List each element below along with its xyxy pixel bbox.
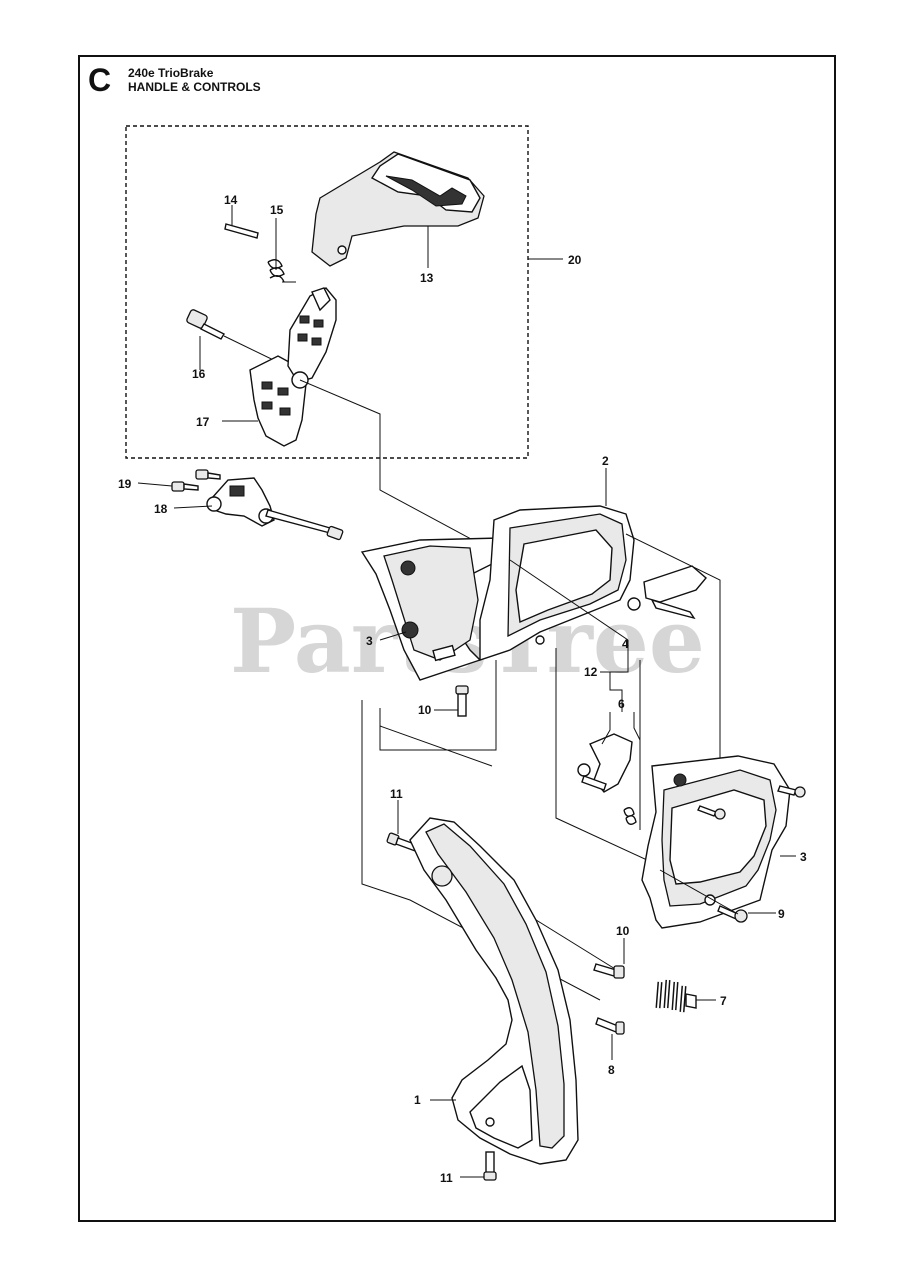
switch-lever-part: [627, 565, 707, 620]
screw-part-11b: [483, 1151, 497, 1181]
screw-part-10b: [593, 963, 625, 979]
callout-1: 1: [414, 1093, 421, 1107]
callout-10-upper: 10: [418, 703, 432, 717]
callout-6: 6: [618, 697, 625, 711]
screw-part-8: [595, 1017, 625, 1035]
callout-17: 17: [196, 415, 210, 429]
callout-10-lower: 10: [616, 924, 630, 938]
callout-8: 8: [608, 1063, 615, 1077]
section-title: HANDLE & CONTROLS: [128, 80, 261, 94]
callout-11-upper: 11: [390, 787, 403, 801]
callout-15: 15: [270, 203, 284, 217]
section-letter: C: [88, 62, 112, 98]
callout-12: 12: [584, 665, 598, 679]
switch-assembly-part: [171, 469, 344, 541]
screw-part-9: [717, 905, 748, 923]
callout-16: 16: [192, 367, 206, 381]
torsion-spring-part: [267, 218, 296, 283]
screw-part-10a: [455, 685, 469, 717]
handle-cover-part: [641, 755, 791, 929]
throttle-lockout-part: [311, 151, 485, 267]
callout-7: 7: [720, 994, 727, 1008]
spring-part: [655, 979, 697, 1013]
callout-20: 20: [568, 253, 582, 267]
callout-2: 2: [602, 454, 609, 468]
callout-13: 13: [420, 271, 434, 285]
callout-18: 18: [154, 502, 168, 516]
callout-3-damper: 3: [366, 634, 373, 648]
diagram-frame: [78, 55, 836, 1222]
callout-14: 14: [224, 193, 238, 207]
model-title: 240e TrioBrake: [128, 66, 214, 80]
callout-4: 4: [622, 637, 629, 651]
throttle-trigger-part: [249, 287, 337, 447]
front-handle-part: [409, 817, 579, 1165]
pin-part: [224, 223, 259, 239]
callout-9: 9: [778, 907, 785, 921]
lever-part: [577, 733, 637, 825]
callout-11-lower: 11: [440, 1171, 453, 1185]
rear-handle-part: [360, 505, 635, 681]
cover-screw: [697, 785, 806, 820]
kit-boundary-box: [125, 125, 529, 459]
callout-3-cover: 3: [800, 850, 807, 864]
callout-19: 19: [118, 477, 132, 491]
